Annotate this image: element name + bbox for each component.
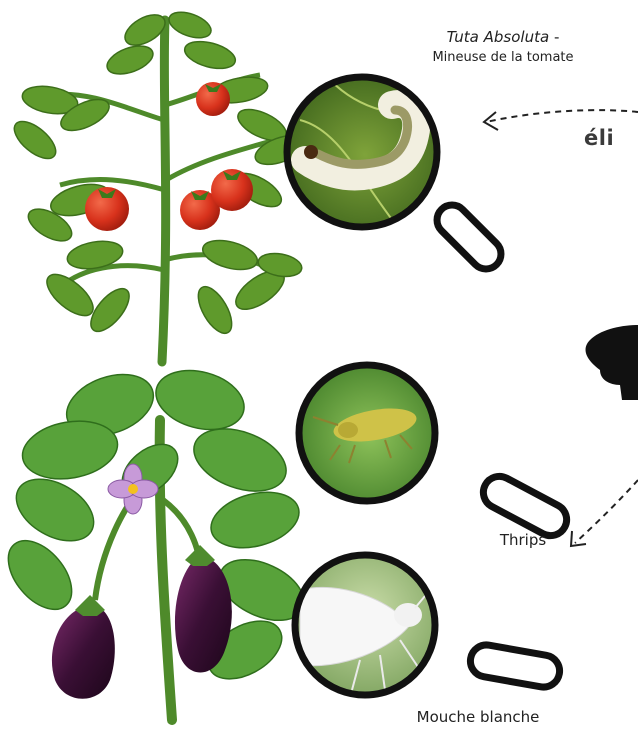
tuta-title: Tuta Absoluta - — [378, 28, 628, 46]
thrips-label: Thrips — [488, 531, 558, 549]
cropped-side-text: éli — [584, 126, 614, 150]
tuta-name-suffix: - — [549, 28, 559, 46]
tuta-subtitle: Mineuse de la tomate — [378, 50, 628, 65]
eggplant-plant-icon — [0, 361, 314, 720]
magnifier-whitefly — [290, 550, 562, 705]
magnifier-thrips — [295, 360, 572, 541]
mushroom-silhouette-icon — [586, 325, 638, 400]
magnifier-tuta — [280, 70, 507, 275]
tomato-plant-icon — [8, 7, 308, 362]
whitefly-label: Mouche blanche — [378, 708, 578, 726]
tuta-name: Tuta Absoluta — [447, 28, 550, 46]
